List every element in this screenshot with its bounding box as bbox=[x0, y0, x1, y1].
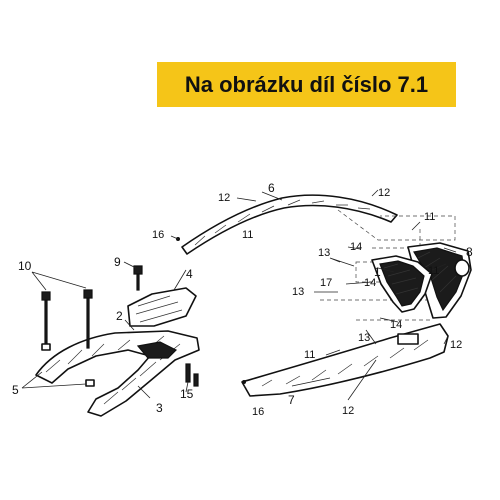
callout-17: 17 bbox=[320, 277, 332, 289]
callout-10: 10 bbox=[18, 259, 32, 273]
callout-14-mid: 14 bbox=[364, 277, 376, 289]
callout-5: 5 bbox=[12, 383, 19, 397]
callout-labels: 1 2 3 4 5 6 7 8 9 10 11 11 11 11 12 12 1… bbox=[12, 181, 473, 418]
callout-12-bottom: 12 bbox=[342, 405, 354, 417]
callout-3: 3 bbox=[156, 401, 163, 415]
callout-11-lower: 11 bbox=[304, 349, 315, 361]
callout-12-rear: 12 bbox=[450, 339, 462, 351]
callout-13-top: 13 bbox=[318, 247, 330, 259]
callout-2: 2 bbox=[116, 309, 123, 323]
callout-7: 7 bbox=[288, 393, 295, 407]
callout-4: 4 bbox=[186, 267, 193, 281]
part-1-rear-light bbox=[371, 255, 433, 313]
callout-13-mid: 13 bbox=[292, 286, 304, 298]
callout-13-bottom: 13 bbox=[358, 332, 370, 344]
banner-text: Na obrázku díl číslo 7.1 bbox=[184, 71, 429, 97]
callout-6: 6 bbox=[268, 181, 275, 195]
callout-14-bottom: 14 bbox=[390, 319, 402, 331]
leader-lines bbox=[21, 189, 457, 401]
callout-16-upper: 16 bbox=[152, 229, 164, 241]
callout-12-left: 12 bbox=[218, 192, 230, 204]
part-3-grab-rail bbox=[35, 330, 200, 417]
part-6-upper-trim bbox=[181, 194, 398, 255]
callout-16-lower: 16 bbox=[252, 406, 264, 418]
callout-9: 9 bbox=[114, 255, 121, 269]
callout-11-right: 11 bbox=[424, 211, 435, 223]
callout-8: 8 bbox=[466, 245, 473, 259]
fasteners bbox=[41, 237, 246, 387]
callout-14-top: 14 bbox=[350, 241, 362, 253]
callout-12-right: 12 bbox=[378, 187, 390, 199]
callout-1: 1 bbox=[374, 265, 381, 279]
callout-15: 15 bbox=[180, 387, 194, 401]
callout-11-light: 11 bbox=[428, 265, 439, 277]
part-7-lower-side-cover bbox=[241, 323, 449, 397]
callout-11-upper: 11 bbox=[242, 229, 253, 241]
part-4-bracket bbox=[127, 287, 197, 327]
part-number-banner: Na obrázku díl číslo 7.1 bbox=[157, 62, 456, 107]
